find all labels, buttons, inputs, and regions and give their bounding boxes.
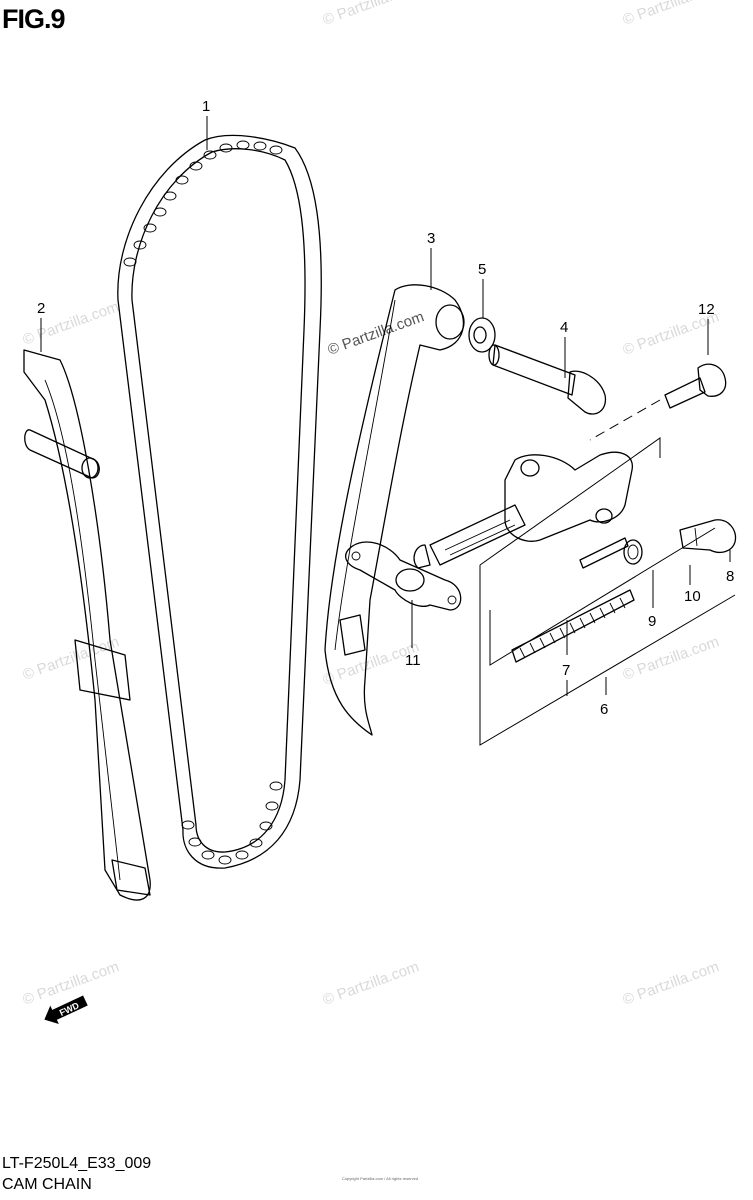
callout-1: 1 <box>202 98 210 115</box>
cam-chain-part-1 <box>117 134 322 869</box>
diagram-name: CAM CHAIN <box>2 1176 92 1193</box>
watermark: © Partzilla.com <box>326 308 427 359</box>
watermark: © Partzilla.com <box>621 958 722 1009</box>
callout-11: 11 <box>405 652 421 669</box>
callout-10: 10 <box>684 588 701 605</box>
washer-part-5 <box>468 317 496 353</box>
gasket-part-11 <box>345 541 462 611</box>
bolt-part-12 <box>664 363 727 409</box>
figure-label: FIG.9 <box>2 4 66 34</box>
copyright-text: Copyright Partzilla.com / All rights res… <box>341 1176 419 1181</box>
watermark: © Partzilla.com <box>321 958 422 1009</box>
cam-chain-guide-part-2 <box>23 349 151 901</box>
cap-bolt-part-8 <box>679 519 737 553</box>
watermark: © Partzilla.com <box>21 633 122 684</box>
callout-4: 4 <box>560 319 568 336</box>
watermarks: © Partzilla.com © Partzilla.com © Partzi… <box>21 0 722 1009</box>
watermark: © Partzilla.com <box>621 633 722 684</box>
callout-3: 3 <box>427 230 435 247</box>
watermark: © Partzilla.com <box>621 0 722 29</box>
tensioner-body <box>413 451 633 569</box>
watermark: © Partzilla.com <box>321 0 422 29</box>
callouts: 1 2 3 4 5 6 7 8 9 10 11 12 <box>37 98 734 718</box>
callout-12: 12 <box>698 301 715 318</box>
callout-8: 8 <box>726 568 734 585</box>
spring-part-7 <box>511 589 635 663</box>
rod-part-9 <box>579 537 629 569</box>
tensioner-arm-part-3 <box>324 284 465 736</box>
callout-9: 9 <box>648 613 656 630</box>
callout-2: 2 <box>37 300 45 317</box>
callout-7: 7 <box>562 662 570 679</box>
bolt-part-4 <box>488 344 607 415</box>
o-ring-part-10 <box>623 539 643 565</box>
watermark: © Partzilla.com <box>21 298 122 349</box>
diagram-code: LT-F250L4_E33_009 <box>2 1155 152 1172</box>
tensioner-assembly-box-part-6 <box>479 437 736 746</box>
callout-5: 5 <box>478 261 486 278</box>
callout-6: 6 <box>600 701 608 718</box>
